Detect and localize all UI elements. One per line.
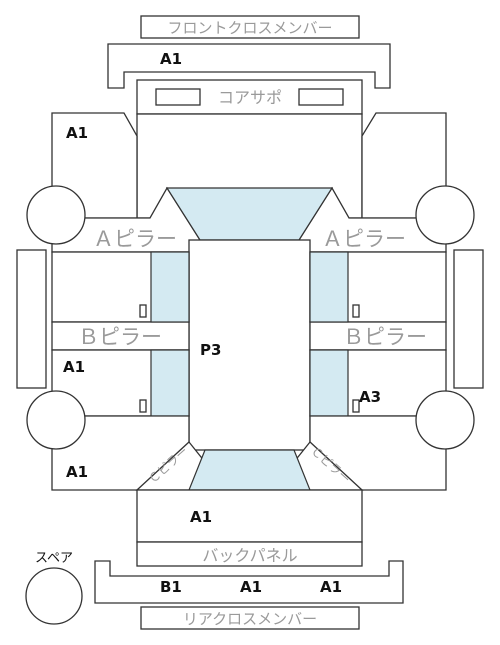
front-window-right[interactable]	[309, 251, 349, 323]
front-window-left[interactable]	[150, 251, 190, 323]
side-sill-right[interactable]	[453, 249, 484, 389]
back-panel-part[interactable]	[136, 541, 363, 567]
rear-window-left[interactable]	[150, 349, 190, 417]
code-right-middle: A3	[359, 388, 381, 406]
rear-cross-member-box[interactable]	[140, 606, 360, 630]
a-pillar-right-label: Ａピラー	[322, 227, 406, 251]
door-handle-front-right[interactable]	[352, 304, 360, 318]
headlight-right[interactable]	[298, 88, 344, 106]
headlight-left[interactable]	[155, 88, 201, 106]
code-roof: P3	[200, 341, 221, 359]
code-front-cross-member: A1	[160, 50, 182, 68]
a-pillar-left-label: Ａピラー	[93, 227, 177, 251]
front-cross-member-box[interactable]	[140, 15, 360, 39]
code-left-middle: A1	[63, 358, 85, 376]
back-panel-label: バックパネル	[202, 546, 297, 565]
rear-cross-member-part[interactable]	[94, 560, 404, 604]
code-front-left: A1	[66, 124, 88, 142]
b-pillar-left-label: Ｂピラー	[78, 325, 162, 349]
trunk-part[interactable]	[136, 489, 363, 543]
wheel-front-left[interactable]	[26, 185, 86, 245]
door-handle-rear-right[interactable]	[352, 399, 360, 413]
front-cross-member-part[interactable]	[107, 43, 391, 89]
code-rear-cross-1: B1	[160, 578, 182, 596]
front-cross-member-label: フロントクロスメンバー	[167, 19, 332, 37]
rear-cross-member-label: リアクロスメンバー	[183, 610, 317, 628]
b-pillar-left-part[interactable]	[51, 321, 190, 351]
code-rear-cross-3: A1	[320, 578, 342, 596]
door-handle-front-left[interactable]	[139, 304, 147, 318]
rear-window[interactable]	[188, 449, 311, 491]
door-handle-rear-left[interactable]	[139, 399, 147, 413]
side-sill-left[interactable]	[16, 249, 47, 389]
rear-window-right[interactable]	[309, 349, 349, 417]
spare-label: スペア	[35, 551, 73, 566]
b-pillar-right-label: Ｂピラー	[343, 325, 427, 349]
core-support-label: コアサポ	[218, 88, 282, 107]
wheel-front-right[interactable]	[415, 185, 475, 245]
wheel-rear-left[interactable]	[26, 390, 86, 450]
code-rear-left: A1	[66, 463, 88, 481]
spare-tire[interactable]	[25, 567, 83, 625]
code-trunk: A1	[190, 508, 212, 526]
code-rear-cross-2: A1	[240, 578, 262, 596]
wheel-rear-right[interactable]	[415, 390, 475, 450]
